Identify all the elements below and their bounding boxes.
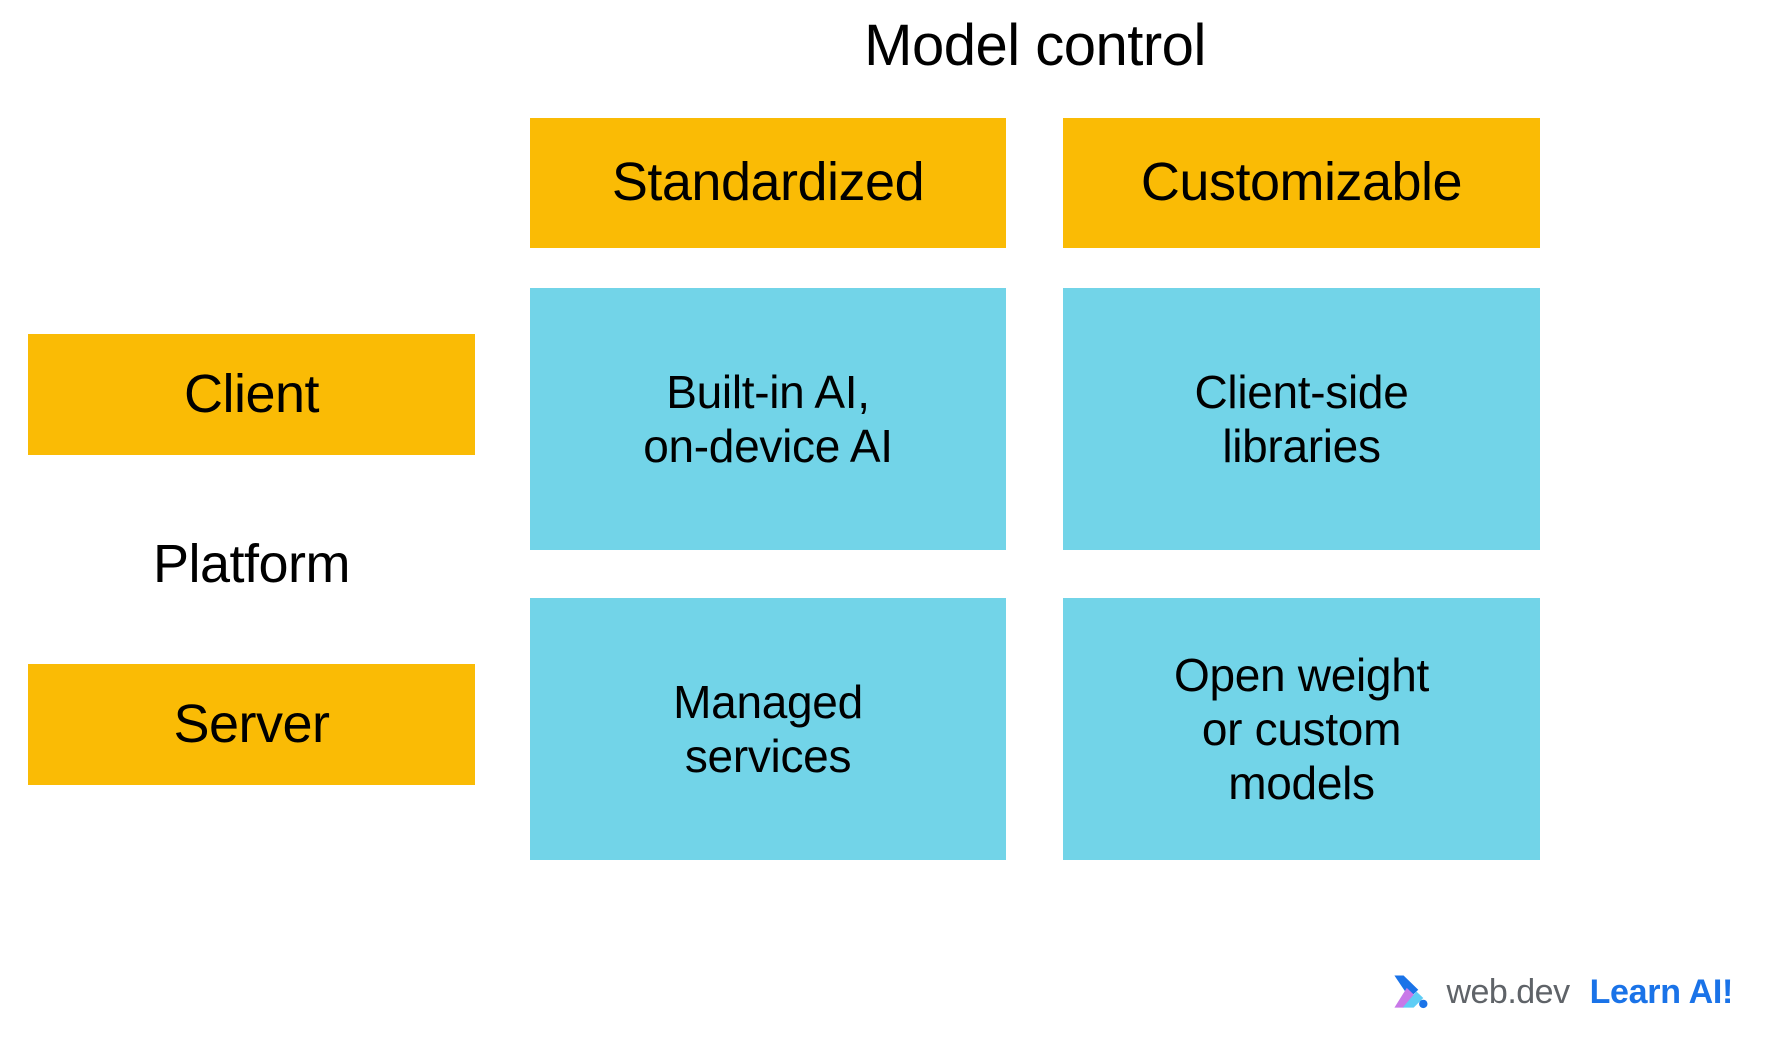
cell-line-2: services [684, 730, 852, 782]
cell-line-2: on-device AI [643, 420, 893, 472]
matrix-cell-client-customizable: Client-side libraries [1063, 288, 1540, 550]
footer-branding: web.dev Learn AI! [1388, 968, 1733, 1016]
webdev-chevron-icon [1394, 975, 1428, 1009]
matrix-cell-client-standardized: Built-in AI, on-device AI [530, 288, 1006, 550]
cell-text-block: Built-in AI, on-device AI [643, 365, 893, 474]
row-header-client: Client [28, 334, 475, 455]
webdev-wordmark: web.dev [1446, 973, 1570, 1011]
row-header-label: Server [173, 693, 330, 754]
matrix-cell-server-standardized: Managed services [530, 598, 1006, 860]
column-header-label: Customizable [1140, 152, 1463, 213]
row-header-label: Client [183, 363, 320, 424]
row-axis-label: Platform [152, 534, 351, 594]
cell-line-2: or custom [1201, 702, 1402, 755]
cell-line-1: Client-side [1194, 365, 1409, 418]
column-header-label: Standardized [611, 152, 925, 213]
cell-line-2: libraries [1222, 420, 1381, 472]
cell-text-block: Managed services [673, 675, 863, 784]
cell-line-3: models [1228, 757, 1375, 810]
row-header-server: Server [28, 664, 475, 785]
cell-text-block: Client-side libraries [1194, 365, 1408, 474]
page-title: Model control [864, 13, 1206, 78]
learn-ai-tagline: Learn AI! [1589, 973, 1734, 1011]
cell-line-1: Open weight [1174, 648, 1429, 701]
cell-line-1: Managed [673, 675, 863, 728]
column-header-standardized: Standardized [530, 118, 1006, 248]
cell-line-1: Built-in AI, [666, 365, 870, 418]
column-header-customizable: Customizable [1063, 118, 1540, 248]
cell-text-block: Open weight or custom models [1174, 648, 1429, 811]
matrix-cell-server-customizable: Open weight or custom models [1063, 598, 1540, 860]
